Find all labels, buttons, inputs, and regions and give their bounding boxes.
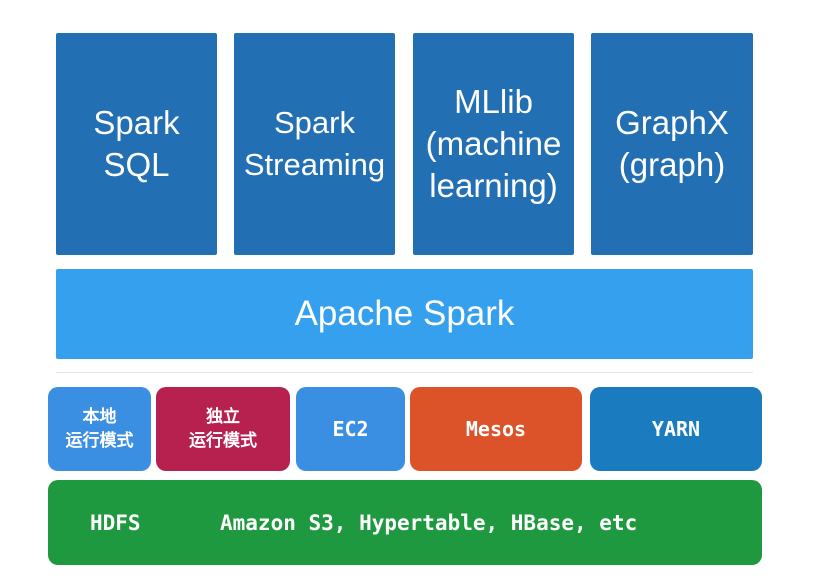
spark-sql-line-2: SQL — [103, 146, 170, 183]
local-mode-line-1: 本地 — [82, 407, 117, 427]
local-mode-block: 本地 运行模式 — [48, 387, 151, 471]
standalone-mode-line-1: 独立 — [206, 407, 240, 427]
ec2-mode-label: EC2 — [332, 417, 369, 441]
mesos-mode-block: Mesos — [410, 387, 582, 471]
spark-streaming-block: Spark Streaming — [234, 33, 395, 255]
yarn-mode-block: YARN — [590, 387, 762, 471]
mllib-block: MLlib (machine learning) — [413, 33, 574, 255]
mllib-line-3: learning) — [429, 167, 558, 204]
graphx-line-1: GraphX — [615, 104, 729, 141]
spark-streaming-line-1: Spark — [274, 105, 355, 140]
standalone-mode-block: 独立 运行模式 — [156, 387, 290, 471]
standalone-mode-line-2: 运行模式 — [189, 431, 257, 451]
layer-divider — [56, 372, 753, 373]
mesos-mode-label: Mesos — [465, 417, 527, 441]
local-mode-line-2: 运行模式 — [65, 431, 134, 451]
other-storage-label: Amazon S3, Hypertable, HBase, etc — [220, 510, 638, 535]
hdfs-label: HDFS — [90, 510, 141, 535]
graphx-block: GraphX (graph) — [591, 33, 753, 255]
mllib-line-2: (machine — [425, 125, 562, 162]
storage-layer-block: HDFS Amazon S3, Hypertable, HBase, etc — [48, 480, 762, 565]
spark-sql-line-1: Spark — [93, 104, 180, 141]
spark-streaming-line-2: Streaming — [243, 147, 386, 182]
graphx-line-2: (graph) — [618, 146, 726, 183]
mllib-line-1: MLlib — [454, 83, 533, 120]
ec2-mode-block: EC2 — [296, 387, 405, 471]
yarn-mode-label: YARN — [651, 417, 701, 441]
spark-sql-block: Spark SQL — [56, 33, 217, 255]
apache-spark-core-block: Apache Spark — [56, 269, 753, 359]
